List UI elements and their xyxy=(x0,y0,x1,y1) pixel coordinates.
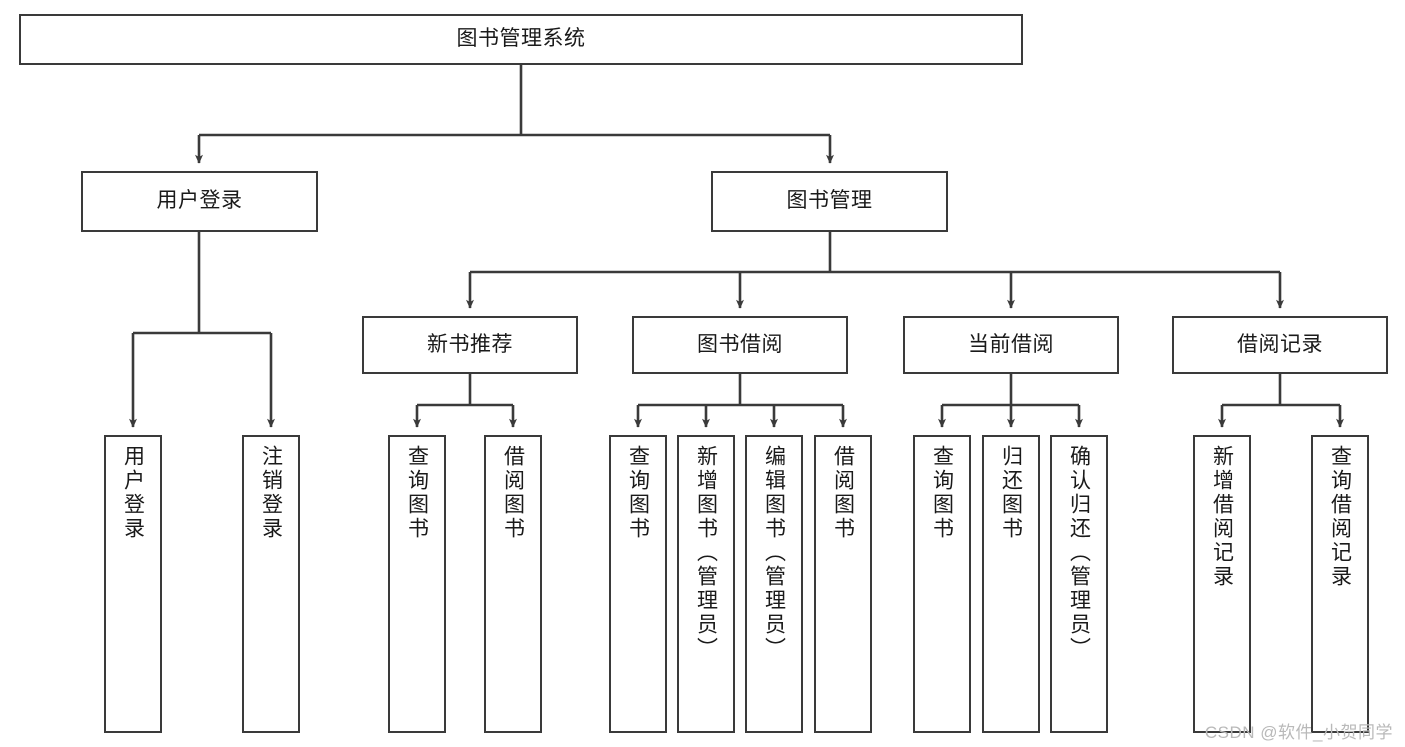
node-label: 查询图书 xyxy=(405,445,429,541)
node-root-book-management-system[interactable]: 图书管理系统 xyxy=(19,14,1023,65)
node-label: 注销登录 xyxy=(259,445,283,541)
node-label: 图书管理系统 xyxy=(456,27,586,51)
node-leaf-user-login[interactable]: 用户登录 xyxy=(104,435,162,733)
node-label: 新书推荐 xyxy=(427,332,513,356)
node-label: 归还图书 xyxy=(999,445,1023,541)
node-leaf-return-book[interactable]: 归还图书 xyxy=(982,435,1040,733)
node-label: 查询借阅记录 xyxy=(1328,445,1352,589)
node-current-borrowing[interactable]: 当前借阅 xyxy=(903,316,1119,374)
node-book-borrowing[interactable]: 图书借阅 xyxy=(632,316,848,374)
node-label: 当前借阅 xyxy=(968,332,1054,356)
node-label: 用户登录 xyxy=(121,445,145,541)
node-leaf-add-borrowing-record[interactable]: 新增借阅记录 xyxy=(1193,435,1251,733)
node-leaf-query-borrowing-record[interactable]: 查询借阅记录 xyxy=(1311,435,1369,733)
node-label: 确认归还（管理员） xyxy=(1067,445,1091,661)
node-label: 借阅图书 xyxy=(831,445,855,541)
node-leaf-borrow-book-recommendation[interactable]: 借阅图书 xyxy=(484,435,542,733)
node-label: 新增图书（管理员） xyxy=(694,445,718,661)
node-label: 借阅记录 xyxy=(1237,332,1323,356)
csdn-watermark: CSDN @软件_小贺同学 xyxy=(1204,723,1393,742)
node-new-book-recommendation[interactable]: 新书推荐 xyxy=(362,316,578,374)
node-leaf-add-book-admin[interactable]: 新增图书（管理员） xyxy=(677,435,735,733)
node-label: 查询图书 xyxy=(626,445,650,541)
node-leaf-query-book-borrowing[interactable]: 查询图书 xyxy=(609,435,667,733)
node-label: 用户登录 xyxy=(156,189,243,213)
node-leaf-query-book-current[interactable]: 查询图书 xyxy=(913,435,971,733)
node-label: 查询图书 xyxy=(930,445,954,541)
node-leaf-edit-book-admin[interactable]: 编辑图书（管理员） xyxy=(745,435,803,733)
node-leaf-user-logout[interactable]: 注销登录 xyxy=(242,435,300,733)
node-label: 图书管理 xyxy=(786,189,873,213)
node-borrowing-record[interactable]: 借阅记录 xyxy=(1172,316,1388,374)
node-user-login[interactable]: 用户登录 xyxy=(81,171,318,232)
node-label: 借阅图书 xyxy=(501,445,525,541)
node-book-management[interactable]: 图书管理 xyxy=(711,171,948,232)
node-label: 图书借阅 xyxy=(697,332,783,356)
node-label: 新增借阅记录 xyxy=(1210,445,1234,589)
node-label: 编辑图书（管理员） xyxy=(762,445,786,661)
node-leaf-borrow-book-borrowing[interactable]: 借阅图书 xyxy=(814,435,872,733)
node-leaf-confirm-return-admin[interactable]: 确认归还（管理员） xyxy=(1050,435,1108,733)
node-leaf-query-book-recommendation[interactable]: 查询图书 xyxy=(388,435,446,733)
